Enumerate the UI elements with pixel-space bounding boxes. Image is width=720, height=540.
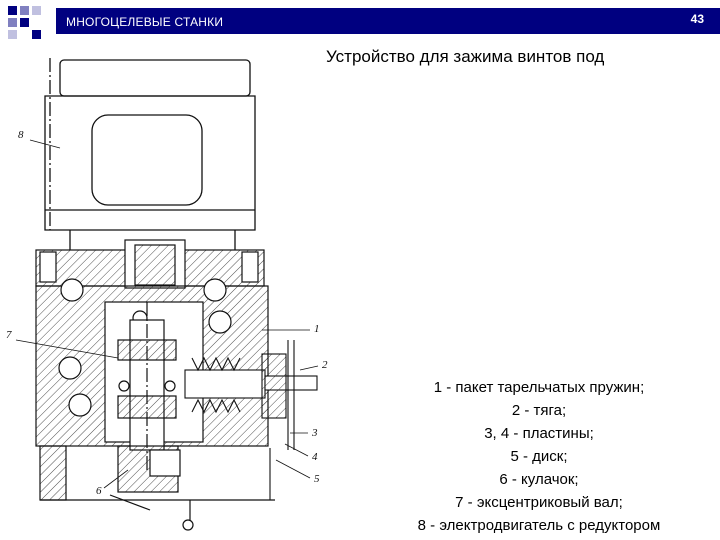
presentation-logo (6, 4, 60, 44)
legend-item: 7 - эксцентриковый вал; (455, 494, 623, 511)
logo-square (32, 30, 41, 39)
page-number: 43 (690, 12, 704, 26)
legend: 1 - пакет тарельчатых пружин; 2 - тяга; … (380, 376, 698, 537)
leader-lines (15, 139, 319, 489)
logo-square (8, 30, 17, 39)
legend-item: 1 - пакет тарельчатых пружин; (433, 379, 645, 396)
legend-item: 3, 4 - пластины; (484, 425, 594, 442)
legend-item: 6 - кулачок; (499, 471, 579, 488)
eccentric-shaft (117, 302, 177, 470)
motor-housing (44, 58, 256, 250)
callout-7: 7 (6, 329, 12, 341)
header-title: МНОГОЦЕЛЕВЫЕ СТАНКИ (66, 15, 224, 29)
spring-pack (184, 340, 318, 500)
legend-item: 5 - диск; (510, 448, 568, 465)
legend-item: 8 - электродвигатель с редуктором (417, 517, 661, 534)
callout-3: 3 (311, 427, 318, 439)
callout-5: 5 (314, 473, 320, 485)
technical-drawing: 8 7 1 2 3 4 5 6 (6, 58, 328, 531)
logo-square (32, 6, 41, 15)
legend-item: 2 - тяга; (511, 402, 567, 419)
lower-base (39, 445, 275, 531)
header-bar: МНОГОЦЕЛЕВЫЕ СТАНКИ 43 (56, 8, 720, 34)
callout-1: 1 (314, 323, 320, 335)
callout-2: 2 (322, 359, 328, 371)
callout-8: 8 (18, 129, 24, 141)
logo-square (8, 6, 17, 15)
logo-square (20, 6, 29, 15)
logo-square (8, 18, 17, 27)
callout-4: 4 (312, 451, 318, 463)
logo-square (20, 18, 29, 27)
slide-title: Устройство для зажима винтов под (326, 47, 605, 66)
callout-6: 6 (96, 485, 102, 497)
